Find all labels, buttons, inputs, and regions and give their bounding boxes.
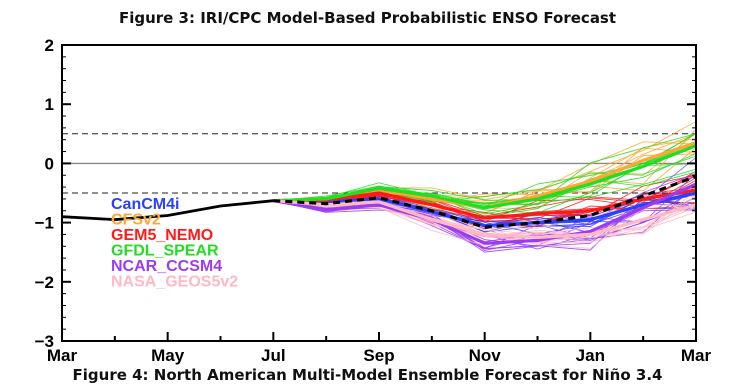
ensemble-members — [273, 121, 696, 253]
observed-line — [61, 199, 274, 222]
model-mean-line — [273, 191, 696, 228]
x-tick-label: May — [151, 346, 185, 365]
model-mean-line — [273, 199, 696, 240]
ensemble-member-line — [273, 173, 696, 251]
legend-entry: NCAR_CCSM4 — [111, 258, 222, 275]
figure-4-caption: Figure 4: North American Multi-Model Ens… — [72, 366, 663, 384]
x-tick-label: Sep — [363, 346, 394, 365]
legend-entry: CanCM4i — [111, 196, 179, 213]
observed-series — [61, 199, 274, 222]
legend-entry: GFDL_SPEAR — [111, 243, 219, 260]
x-tick-label: Mar — [47, 346, 78, 365]
model-mean-line — [273, 188, 696, 220]
reference-lines — [62, 133, 696, 194]
legend-entry: CFSv2 — [111, 212, 161, 229]
legend-entry: GEM5_NEMO — [111, 227, 213, 244]
legend: CanCM4iCFSv2GEM5_NEMOGFDL_SPEARNCAR_CCSM… — [111, 196, 238, 291]
y-tick-label: −1 — [35, 214, 54, 233]
model-means — [273, 141, 696, 245]
model-mean-line — [273, 144, 696, 210]
ensemble-member-line — [273, 133, 696, 215]
figure-3-caption: Figure 3: IRI/CPC Model-Based Probabilis… — [118, 9, 617, 27]
x-tick-label: Nov — [469, 346, 502, 365]
y-tick-label: 1 — [45, 95, 54, 114]
y-tick-label: −3 — [35, 332, 54, 351]
legend-entry: NASA_GEOS5v2 — [111, 274, 238, 291]
y-tick-label: 2 — [45, 36, 54, 55]
model-mean-line — [273, 182, 696, 245]
y-tick-label: −2 — [35, 273, 54, 292]
x-tick-label: Jan — [576, 346, 605, 365]
x-tick-label: Mar — [681, 346, 712, 365]
y-tick-label: 0 — [45, 154, 54, 173]
x-tick-label: Jul — [261, 346, 286, 365]
